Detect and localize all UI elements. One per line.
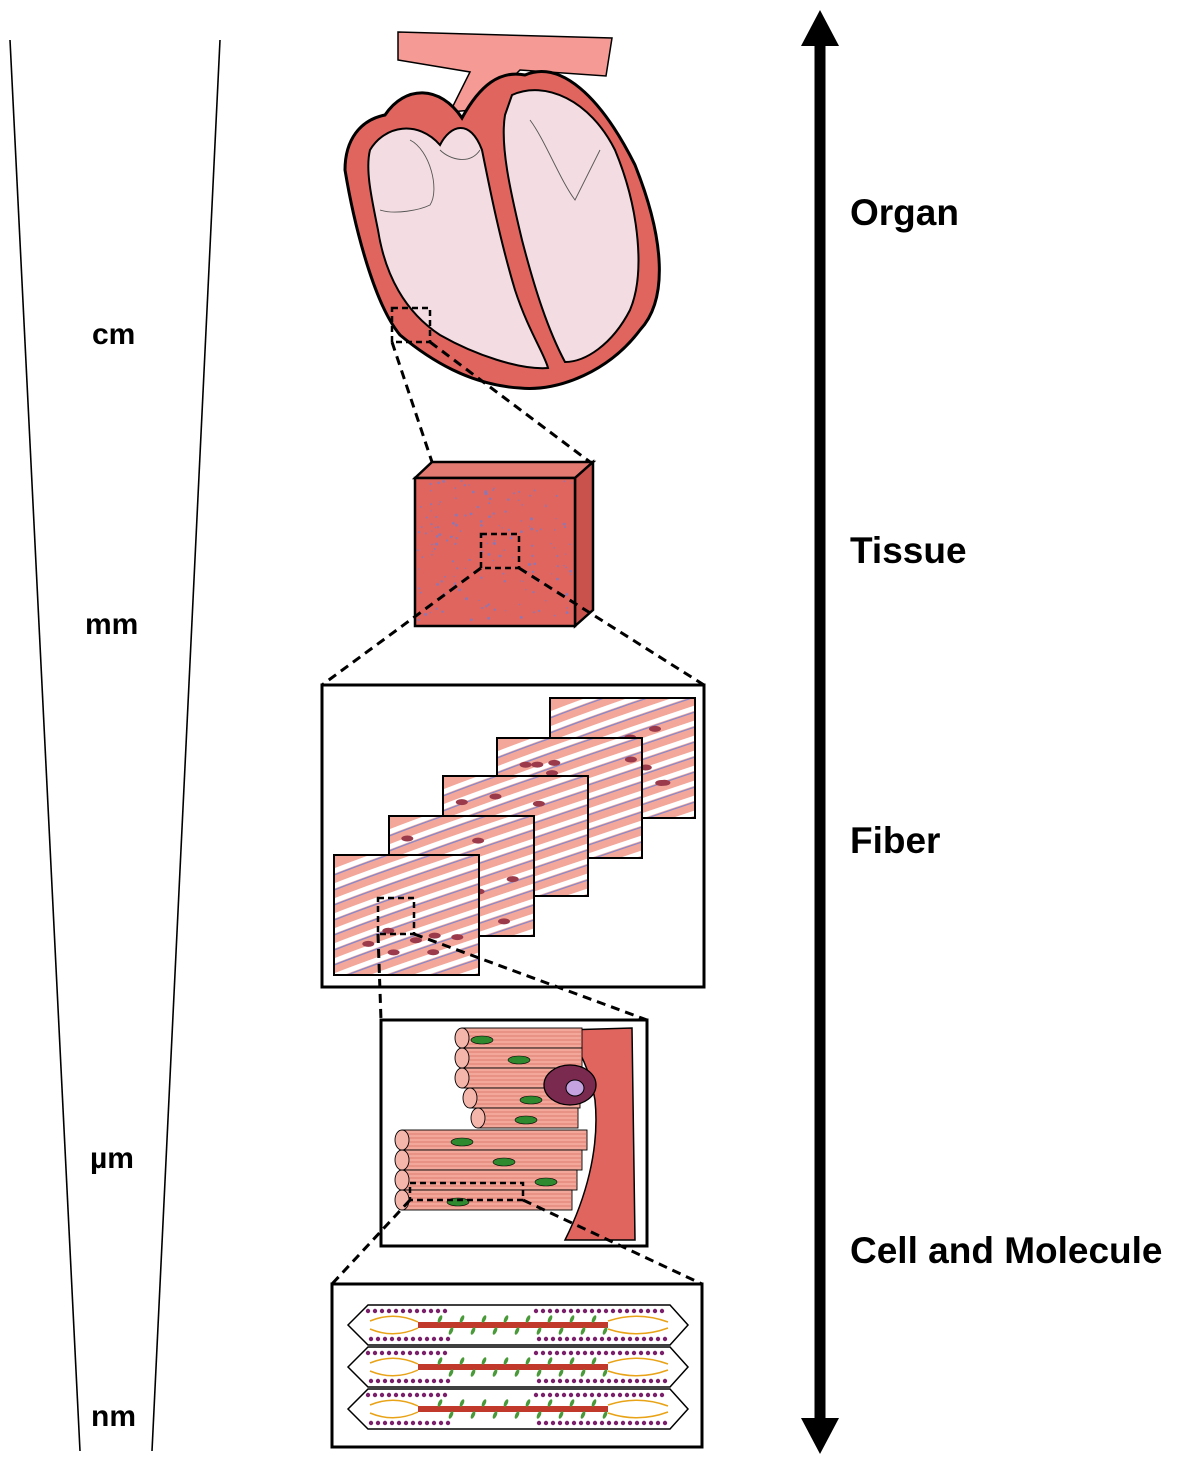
scale-label-nm: nm [91, 1400, 136, 1434]
level-label-tissue: Tissue [850, 530, 967, 572]
level-label-organ: Organ [850, 192, 959, 234]
scale-label-um: µm [90, 1142, 134, 1176]
level-label-cell-and-molecule: Cell and Molecule [850, 1230, 1163, 1272]
tissue-cube-icon [415, 462, 593, 626]
scale-funnel [10, 40, 220, 1451]
sarcomere-panel [332, 1284, 702, 1447]
heart-organ-icon [345, 32, 659, 388]
fiber-panel [322, 658, 710, 1029]
myocyte-panel [381, 1020, 647, 1246]
scale-label-mm: mm [85, 608, 138, 642]
double-arrow-icon [801, 10, 839, 1454]
scale-label-cm: cm [92, 318, 135, 352]
level-label-fiber: Fiber [850, 820, 940, 862]
